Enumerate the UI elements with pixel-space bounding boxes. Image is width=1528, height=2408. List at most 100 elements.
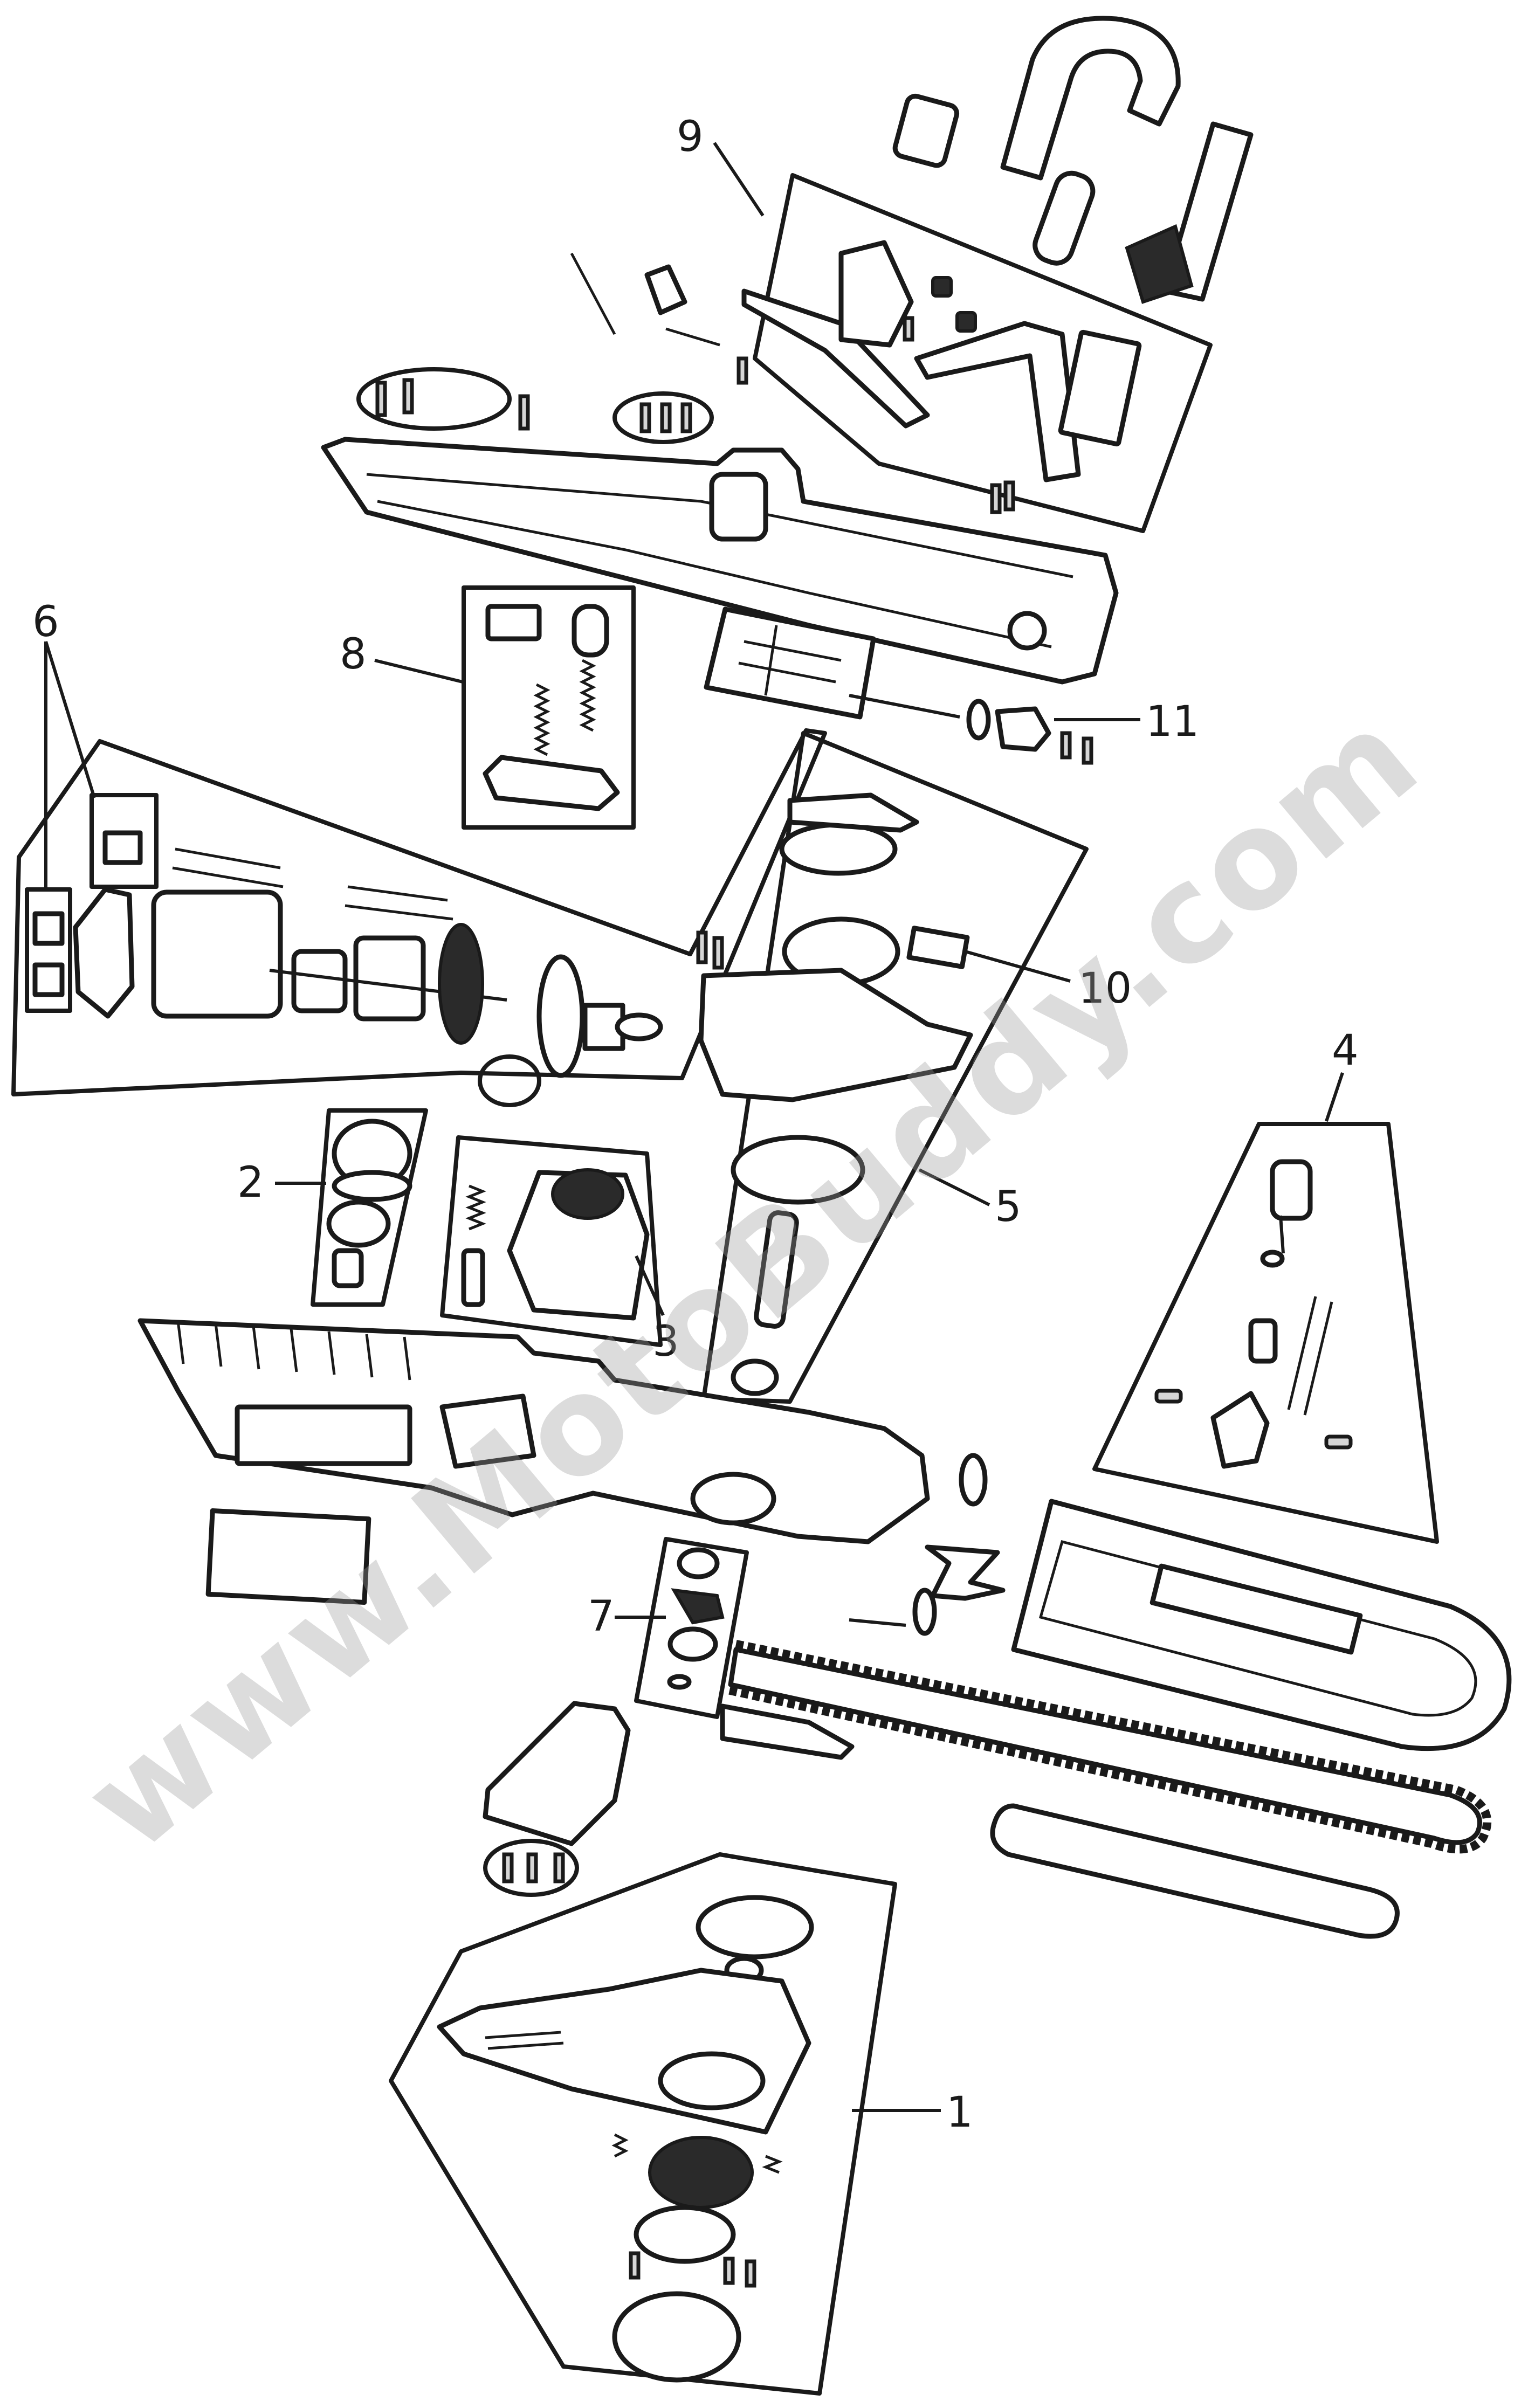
screw-c2 [526,1852,538,1883]
gear-housing [698,968,973,1102]
group-2-frame [311,1108,428,1307]
loose-pins-top [356,252,748,444]
brush-holder-box-a [90,793,159,889]
clamp-11 [995,706,1051,752]
gear-cover-a [779,822,898,876]
clutch-shoe [634,2205,736,2264]
leader-8 [374,659,463,684]
callout-3: 3 [652,1317,679,1366]
rod-pin [665,327,720,347]
tension-screw [1279,1215,1285,1254]
stator [151,889,283,1019]
screw-5b [712,936,724,970]
screw-11b [1082,736,1093,765]
spring-1a [611,2133,629,2158]
tie-rod-a [175,847,281,870]
washer-4 [1260,1250,1285,1268]
sprocket-cir-clip [667,1674,692,1690]
trigger-base [1125,224,1194,304]
bar-rod [849,1618,906,1627]
callout-2: 2 [237,1158,264,1207]
tie-rod-b [172,866,284,888]
housing-boss [709,472,768,542]
spring-pin [570,252,616,335]
housing-window [235,1404,412,1466]
tie-rod-d [345,904,453,921]
tension-knob [1270,1159,1313,1221]
leader-5 [918,1168,990,1206]
small-nut-b [955,311,977,333]
chain-guide-plate [720,1703,855,1760]
screw-a2 [402,378,414,415]
spring-3 [465,1184,486,1231]
cylinder-top [572,604,609,658]
grip-ribs [176,1320,411,1381]
leader-4 [1325,1072,1344,1122]
pin-4b [1303,1301,1333,1416]
brake-handle [483,1701,631,1846]
screw-a3 [518,394,530,431]
sprocket [671,1588,725,1625]
board-traces [738,625,842,696]
screw-set-bracket [483,1839,579,1897]
side-cover [437,1968,811,2135]
screw-set-b [612,391,714,444]
tank-neck [551,1168,624,1220]
guide-bar [728,1647,1482,1845]
screw-9a [903,316,914,342]
spring-1b [762,2155,783,2174]
cover-vents [485,2031,564,2050]
sprocket-bearing [667,1626,718,1662]
callout-11: 11 [1146,698,1199,746]
rotor-core-b [353,935,426,1022]
callout-8: 8 [340,630,367,679]
label-plate-top [892,93,960,168]
screw-set-a [356,367,512,431]
filter-2 [332,1248,364,1288]
clutch-drum [648,2136,754,2209]
screw-b1 [639,402,651,433]
group-8-spring-kit: 8 [340,585,636,830]
screw-5a [696,930,708,964]
screw-4b [1324,1434,1353,1450]
callout-4: 4 [1332,1026,1359,1075]
group-3-frame [440,1135,663,1347]
screw-c1 [502,1852,514,1883]
screw-c3 [553,1852,565,1883]
group-1-side-cover: 1 [389,1852,973,2396]
screw-9b [1003,480,1015,512]
upper-housing [321,437,1119,685]
screw-a1 [375,381,387,417]
group-9-handle-assembly: 9 [677,16,1254,533]
wire-rod [849,694,960,719]
group-11-circuit-board: 11 [704,606,1199,765]
group-6-frame [11,728,827,1096]
group-2-oil-cap: 2 [237,1108,428,1307]
spacer-4 [1248,1318,1278,1364]
group-7-sprocket-kit: 7 [588,1537,749,1719]
handle-tube [1033,170,1096,266]
group-1-frame [389,1852,897,2396]
group-4-chain-tensioner: 4 [1092,1026,1439,1544]
cap-block [485,604,542,641]
fan-ring [536,954,585,1078]
callout-9: 9 [677,113,704,161]
leader-6a [44,641,96,798]
nameplate-label [205,1508,371,1605]
pump-piston [461,1248,485,1307]
screw-4a [1154,1389,1183,1404]
brush-c [32,962,65,997]
screw-b3 [680,402,692,433]
label-plate-inner [1058,329,1142,447]
screw-1b [723,2257,735,2285]
group-6-motor-assembly: 6 [11,598,827,1107]
upper-housing-half [321,437,1119,685]
saw-chain [727,1640,1492,1854]
bar-clamp [925,1544,1006,1601]
sprocket-housing [690,1472,776,1526]
o-ring-2 [326,1199,391,1248]
clutch-plate [696,1895,814,1959]
brush-a [102,830,143,865]
screw-1a [629,2251,641,2280]
